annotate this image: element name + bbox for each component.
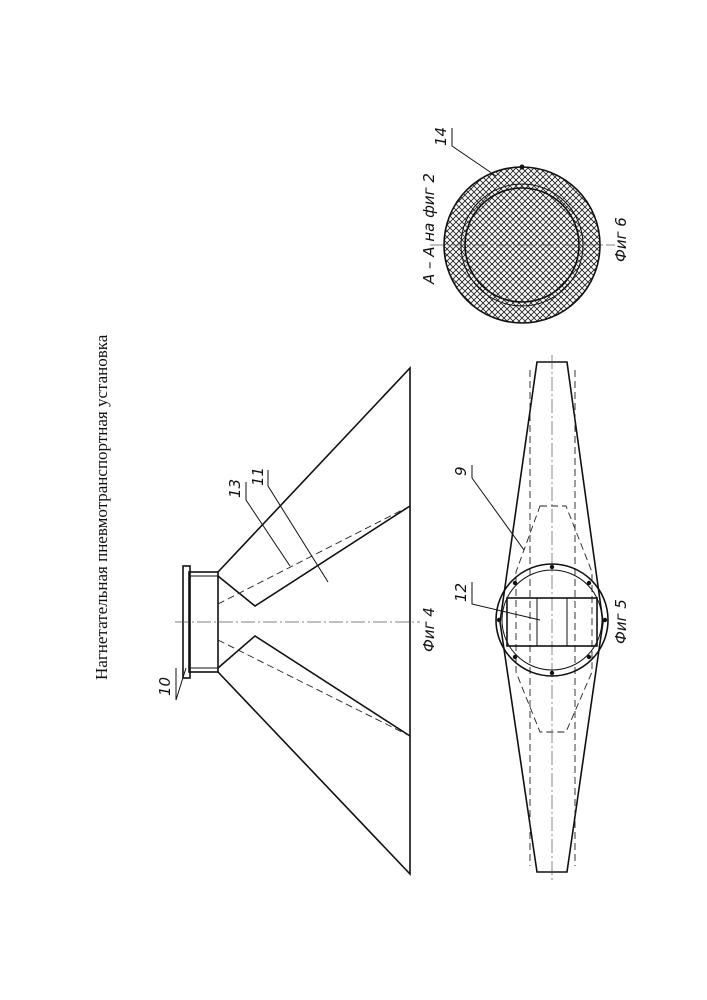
callout-12: 12: [452, 583, 470, 602]
callout-14: 14: [432, 127, 450, 146]
fig6-marker-dot: [520, 165, 525, 170]
figure-6: 14 А – А на фиг 2 Фиг 6: [420, 127, 630, 323]
fig4-hidden-line-2: [218, 640, 410, 736]
fig6-section-label: А – А на фиг 2: [420, 173, 438, 285]
figure-4: 10 13 11 Фиг 4: [156, 368, 438, 874]
fig4-hidden-line: [218, 506, 410, 604]
fig5-outline: [500, 362, 603, 872]
figure-5: 9 12 Фиг 5: [452, 355, 630, 880]
callout-10-leader: [176, 668, 186, 700]
callout-11: 11: [249, 467, 267, 486]
callout-13: 13: [226, 479, 244, 498]
fig4-outer-cone: [218, 368, 410, 874]
fig5-inner-outline: [516, 506, 592, 732]
fig4-inner-cone: [218, 506, 410, 606]
drawing-title: Нагнетательная пневмотранспортная устано…: [92, 334, 111, 680]
callout-10: 10: [156, 677, 174, 696]
callout-9: 9: [452, 466, 470, 476]
callout-14-leader: [452, 128, 496, 176]
callout-13-leader: [246, 482, 290, 566]
fig4-caption: Фиг 4: [420, 607, 438, 652]
fig5-caption: Фиг 5: [612, 599, 630, 644]
fig6-caption: Фиг 6: [612, 217, 630, 262]
fig4-inner-cone-lower: [218, 636, 410, 736]
